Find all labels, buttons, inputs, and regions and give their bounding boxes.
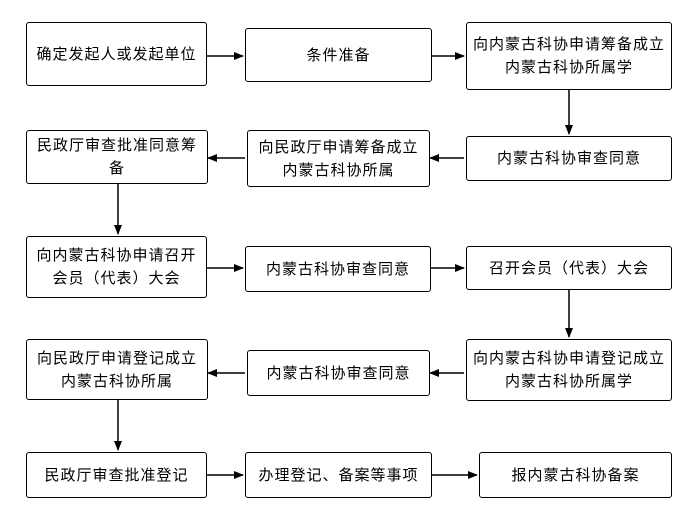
step-report-kexie-filing: 报内蒙古科协备案 [479, 452, 672, 498]
step-apply-civil-affairs-registration: 向民政厅申请登记成立内蒙古科协所属 [26, 339, 208, 400]
step-label: 条件准备 [306, 45, 371, 64]
step-kexie-review-1: 内蒙古科协审查同意 [466, 136, 672, 181]
step-civil-affairs-approve-registration: 民政厅审查批准登记 [26, 452, 207, 498]
step-determine-initiator: 确定发起人或发起单位 [26, 22, 207, 86]
step-hold-congress: 召开会员（代表）大会 [466, 246, 672, 290]
step-label: 内蒙古科协审查同意 [265, 259, 410, 278]
step-label: 向民政厅申请登记成立内蒙古科协所属 [36, 348, 197, 390]
step-apply-kexie-congress: 向内蒙古科协申请召开会员（代表）大会 [26, 236, 207, 298]
step-label: 召开会员（代表）大会 [488, 258, 649, 277]
step-kexie-review-2: 内蒙古科协审查同意 [245, 246, 431, 292]
step-apply-civil-affairs-preparation: 向民政厅申请筹备成立内蒙古科协所属 [247, 130, 430, 187]
step-label: 确定发起人或发起单位 [36, 44, 197, 63]
step-label: 民政厅审查批准同意筹备 [36, 136, 197, 177]
step-condition-preparation: 条件准备 [245, 28, 432, 82]
step-label: 报内蒙古科协备案 [511, 465, 640, 484]
step-apply-kexie-preparation: 向内蒙古科协申请筹备成立内蒙古科协所属学 [466, 22, 672, 90]
step-kexie-review-3: 内蒙古科协审查同意 [247, 350, 430, 396]
step-label: 向内蒙古科协申请召开会员（代表）大会 [36, 246, 197, 287]
step-label: 向内蒙古科协申请筹备成立内蒙古科协所属学 [473, 35, 666, 76]
step-civil-affairs-approve-preparation: 民政厅审查批准同意筹备 [26, 130, 208, 184]
step-label: 民政厅审查批准登记 [44, 465, 189, 484]
step-label: 内蒙古科协审查同意 [266, 363, 411, 382]
step-handle-registration-filing: 办理登记、备案等事项 [245, 452, 432, 498]
step-label: 向民政厅申请筹备成立内蒙古科协所属 [258, 137, 419, 179]
step-label: 向内蒙古科协申请登记成立内蒙古科协所属学 [473, 349, 666, 390]
step-label: 内蒙古科协审查同意 [496, 149, 641, 167]
step-label: 办理登记、备案等事项 [258, 465, 419, 484]
step-apply-kexie-registration: 向内蒙古科协申请登记成立内蒙古科协所属学 [466, 339, 672, 401]
